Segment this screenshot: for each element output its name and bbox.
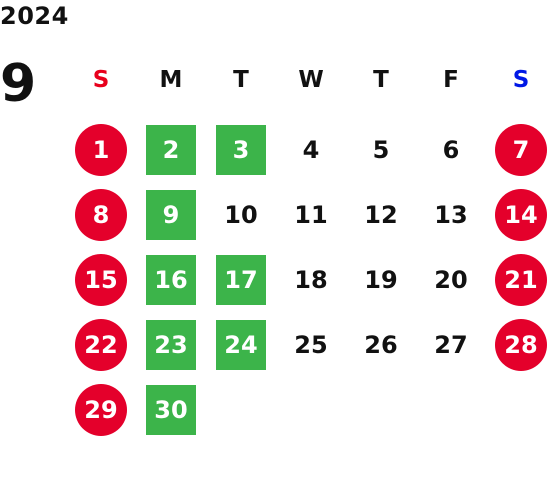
calendar-month: 9 [0,54,37,114]
calendar-day-20: 20 [434,266,468,294]
weekday-label: T [373,67,389,93]
calendar-day-3: 3 [216,125,266,175]
calendar-day-9: 9 [146,190,196,240]
weekday-label: S [92,67,110,93]
weekday-label: M [159,67,183,93]
calendar-day-11: 11 [294,201,328,229]
weekday-label: T [233,67,249,93]
calendar-day-17: 17 [216,255,266,305]
calendar-day-24: 24 [216,320,266,370]
calendar-day-23: 23 [146,320,196,370]
calendar-day-4: 4 [302,136,320,164]
calendar-day-16: 16 [146,255,196,305]
calendar-day-28: 28 [495,319,547,371]
weekday-label: S [512,67,530,93]
calendar-day-13: 13 [434,201,468,229]
calendar-day-26: 26 [364,331,398,359]
calendar-day-12: 12 [364,201,398,229]
calendar-day-25: 25 [294,331,328,359]
calendar-day-6: 6 [442,136,460,164]
calendar-day-10: 10 [224,201,258,229]
weekday-label: W [298,67,324,93]
calendar-day-7: 7 [495,124,547,176]
calendar-day-30: 30 [146,385,196,435]
calendar-day-21: 21 [495,254,547,306]
calendar-day-2: 2 [146,125,196,175]
calendar-day-29: 29 [75,384,127,436]
calendar-day-1: 1 [75,124,127,176]
calendar-day-5: 5 [372,136,390,164]
calendar-day-27: 27 [434,331,468,359]
calendar-day-22: 22 [75,319,127,371]
calendar-year: 2024 [0,2,69,30]
calendar-day-14: 14 [495,189,547,241]
calendar-day-19: 19 [364,266,398,294]
weekday-label: F [443,67,459,93]
calendar-day-18: 18 [294,266,328,294]
calendar-day-8: 8 [75,189,127,241]
calendar-day-15: 15 [75,254,127,306]
